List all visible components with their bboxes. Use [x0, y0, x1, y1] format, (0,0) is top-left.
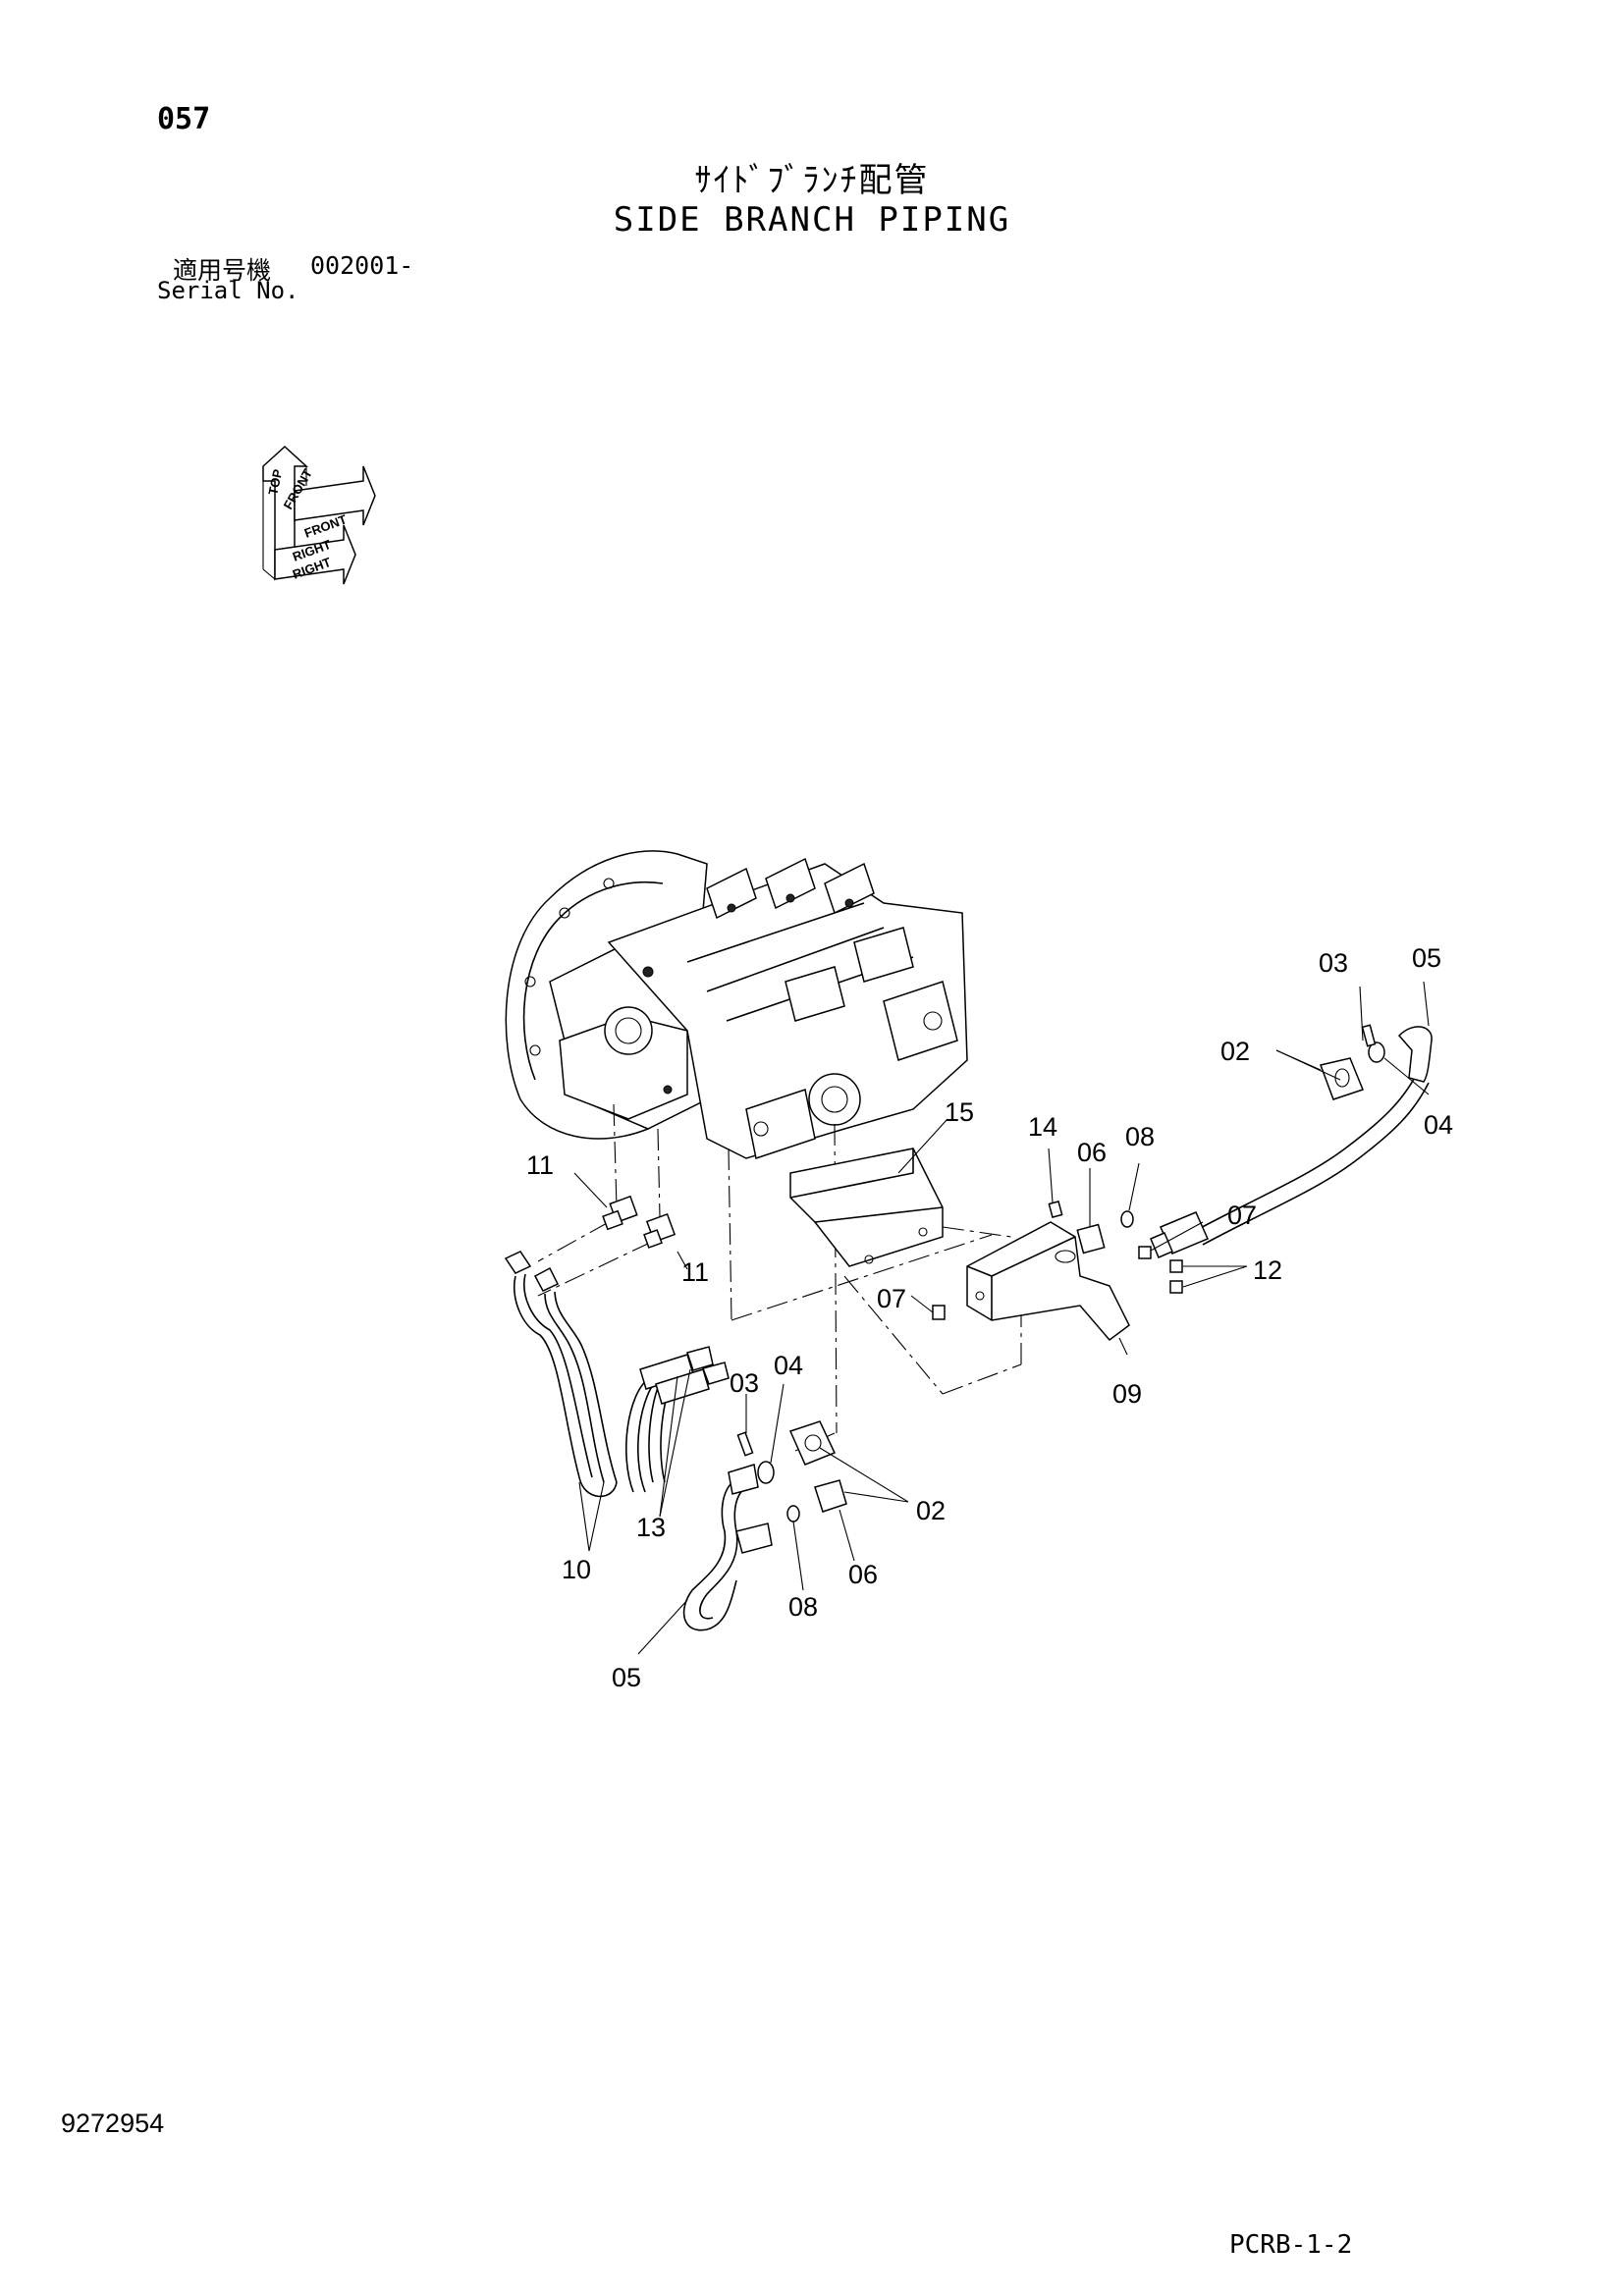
bracket-09 — [966, 1221, 1130, 1342]
callout-09: 09 — [1112, 1379, 1142, 1409]
callout-10: 10 — [562, 1555, 591, 1584]
callout-07-left: 07 — [877, 1284, 906, 1313]
orientation-label-top: TOP — [265, 467, 285, 496]
callout-03-top: 03 — [1319, 948, 1348, 978]
page-number: 057 — [157, 102, 211, 136]
callout-04-top: 04 — [1424, 1110, 1453, 1140]
callout-06-mid: 06 — [1077, 1138, 1107, 1167]
hydraulic-pump-assembly — [505, 850, 968, 1159]
lower-fittings — [682, 1420, 847, 1631]
callout-11-top: 11 — [526, 1150, 554, 1180]
elbow-fitting-11 — [602, 1195, 677, 1249]
leader-lines — [573, 981, 1430, 1655]
serial-label-japanese: 適用号機 — [173, 256, 272, 285]
callout-08-bottom: 08 — [788, 1592, 818, 1622]
callout-11-bottom: 11 — [681, 1257, 709, 1287]
callout-02-bottom: 02 — [916, 1496, 946, 1525]
callout-05-bottom: 05 — [612, 1663, 641, 1692]
hoses — [504, 1251, 730, 1498]
page-code: PCRB-1-2 — [1229, 2230, 1353, 2260]
orientation-indicator: TOP FRONT FRONT RIGHT RIGHT — [262, 445, 376, 585]
title-english: SIDE BRANCH PIPING — [613, 200, 1011, 240]
callout-12: 12 — [1253, 1255, 1282, 1285]
callout-15: 15 — [945, 1097, 974, 1127]
callout-14: 14 — [1028, 1112, 1057, 1142]
serial-number-value: 002001- — [310, 251, 414, 280]
callout-13: 13 — [636, 1513, 666, 1542]
bracket-15 — [789, 1148, 944, 1267]
callout-07-right: 07 — [1227, 1201, 1257, 1230]
center-lines — [537, 1103, 1022, 1452]
callout-06-bottom: 06 — [848, 1560, 878, 1589]
callout-02-top: 02 — [1220, 1037, 1250, 1066]
serial-label-english: Serial No. — [157, 277, 299, 304]
callout-04-bottom: 04 — [774, 1351, 803, 1380]
document-number: 9272954 — [61, 2109, 165, 2138]
callout-08-mid: 08 — [1125, 1122, 1155, 1151]
callout-03-bottom: 03 — [730, 1368, 759, 1398]
callout-05-top: 05 — [1412, 943, 1441, 973]
callouts: 03 05 02 04 15 14 06 08 07 11 11 12 07 0… — [526, 943, 1453, 1692]
title-japanese: ｻｲﾄﾞﾌﾞﾗﾝﾁ配管 — [694, 161, 930, 200]
